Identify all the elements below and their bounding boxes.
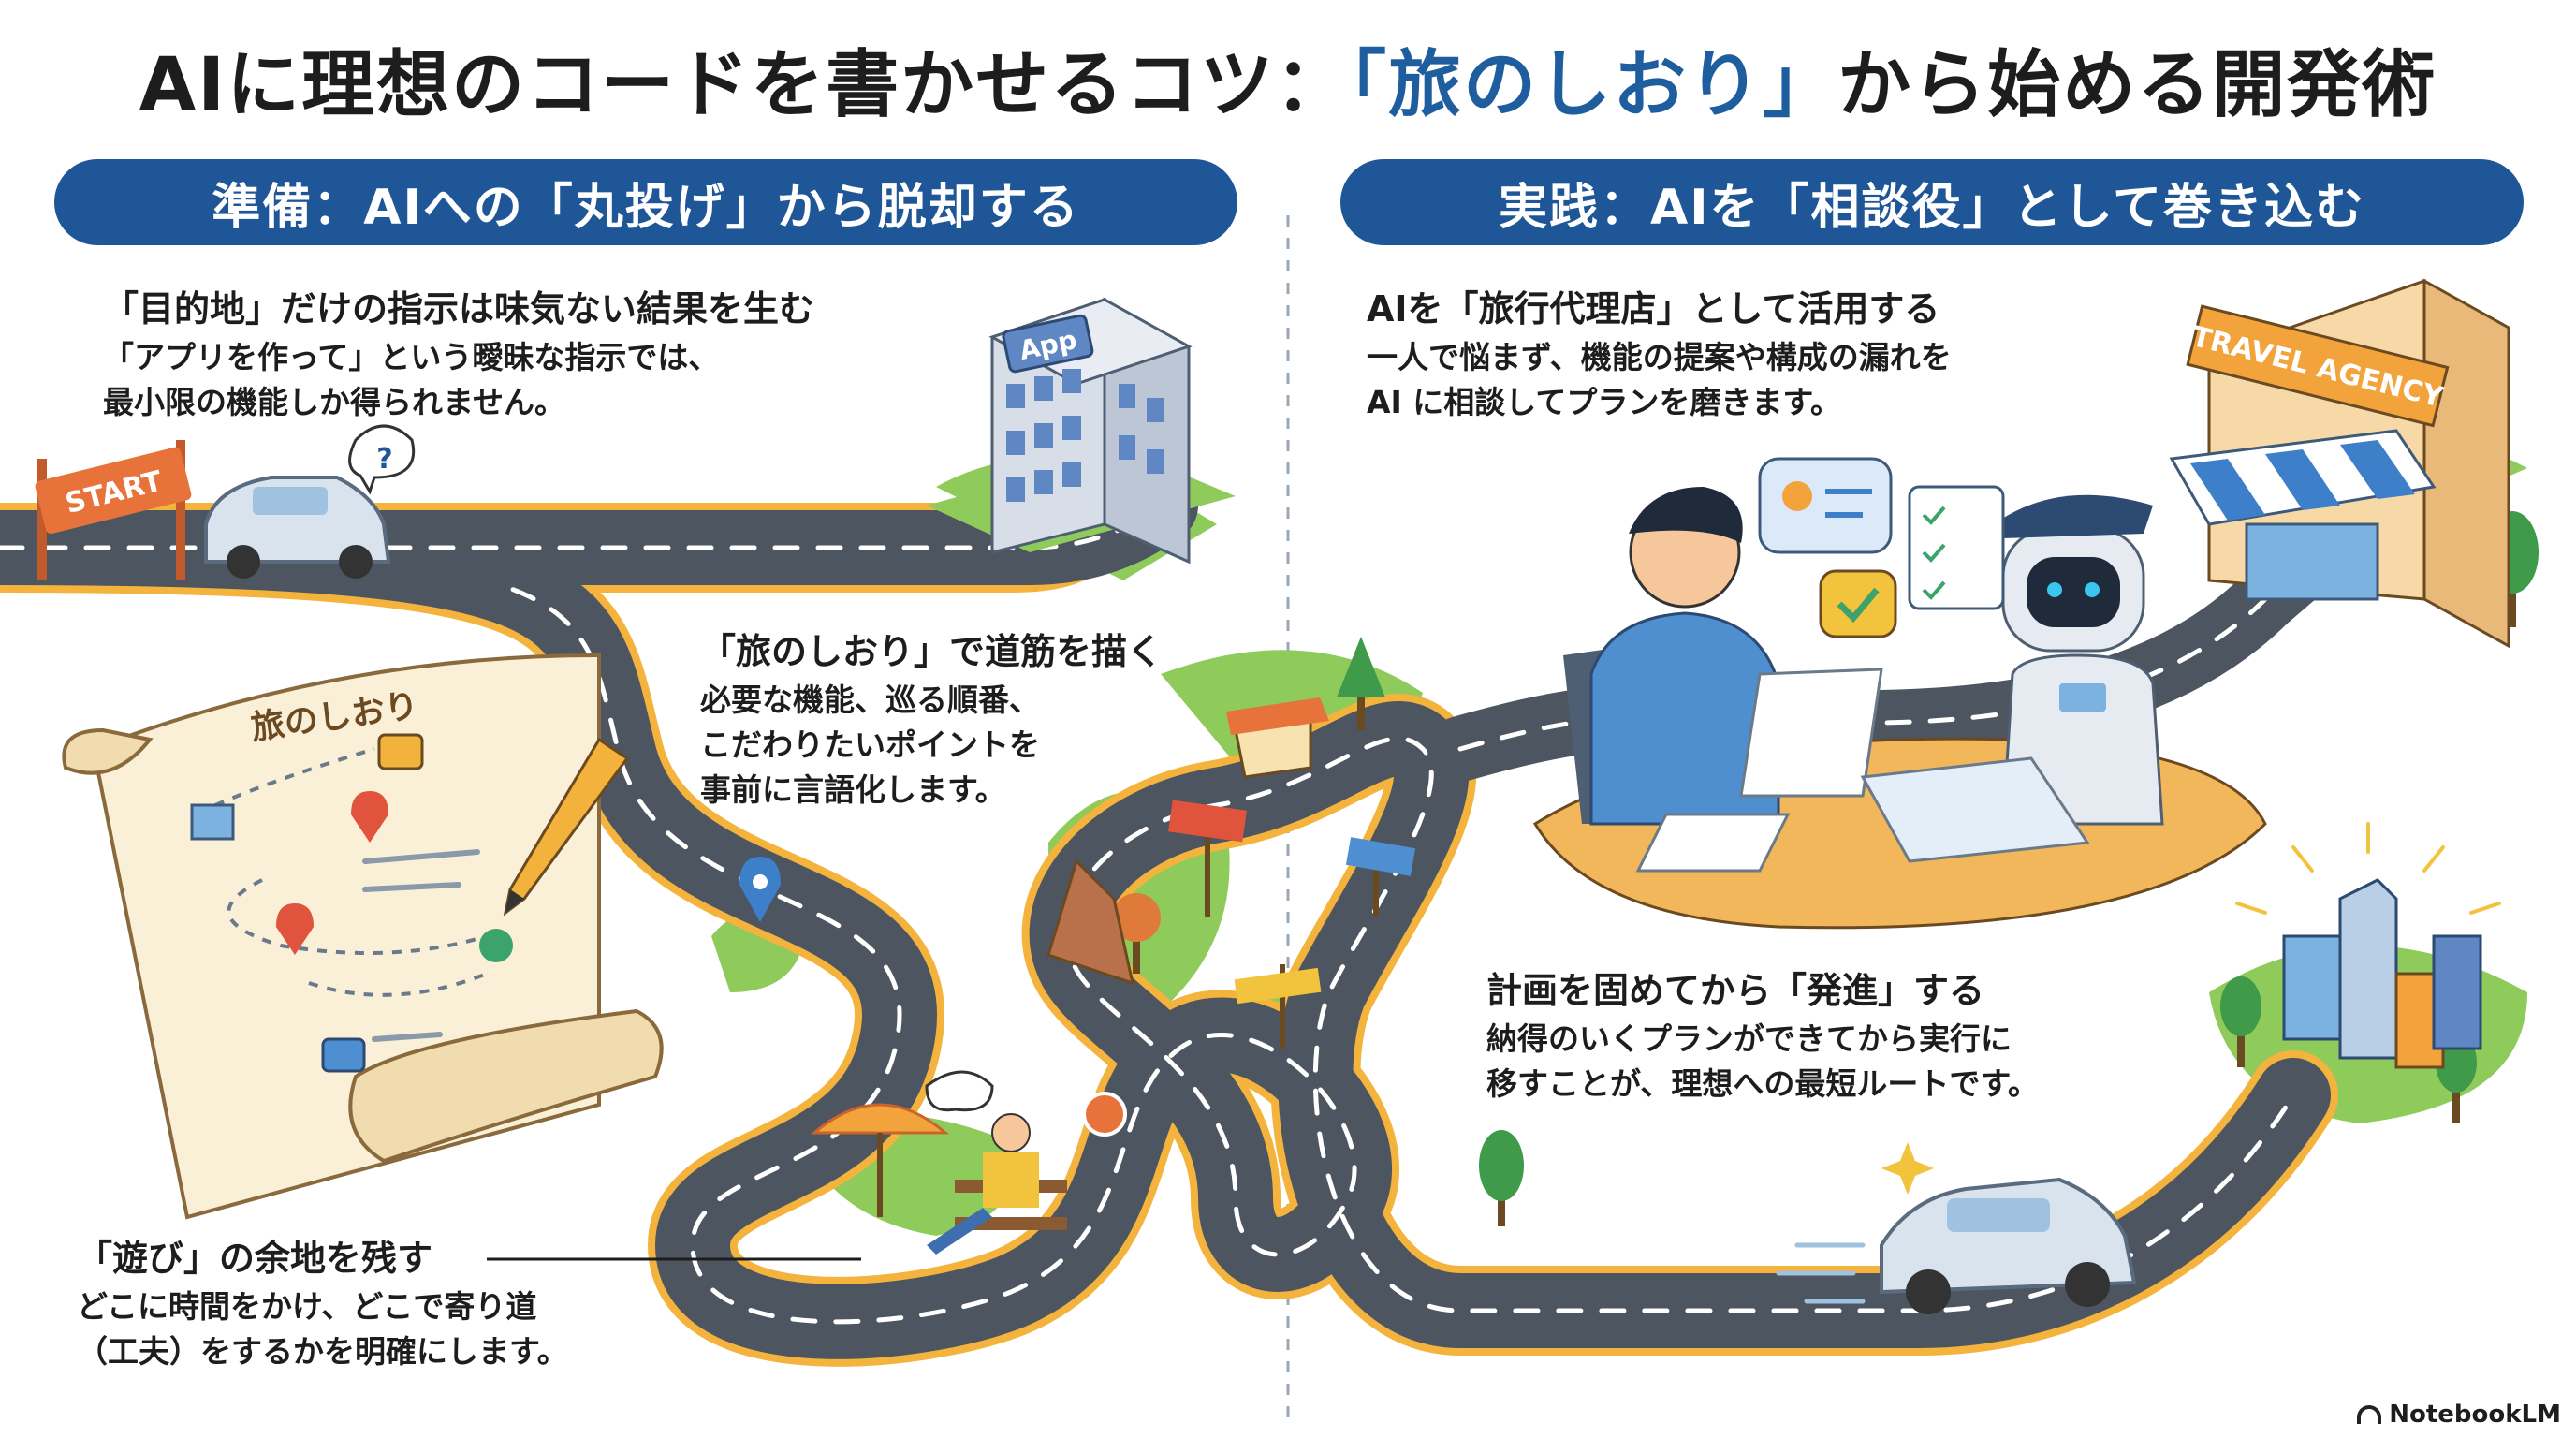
page-title: AIに理想のコードを書かせるコツ：「旅のしおり」から始める開発術 <box>0 26 2576 131</box>
shiori-line-2: こだわりたいポイントを <box>700 726 1040 763</box>
car-top: ? <box>204 424 415 579</box>
left-banner: 準備：AIへの「丸投げ」から脱却する <box>54 159 1237 245</box>
city-skyline <box>2235 822 2501 1069</box>
travel-scroll: 旅のしおり <box>62 653 664 1220</box>
question-mark: ? <box>376 443 392 476</box>
notebooklm-brand: NotebookLM <box>2357 1401 2561 1429</box>
notebooklm-logo-icon <box>2357 1405 2382 1424</box>
destination-line-2: 最小限の機能しか得られません。 <box>103 384 566 420</box>
signposts <box>1168 697 1416 1049</box>
agency-heading: AIを「旅行代理店」として活用する <box>1367 288 1940 330</box>
asobi-heading: 「遊び」の余地を残す <box>77 1238 433 1279</box>
map-pin <box>739 857 781 922</box>
brand-label: NotebookLM <box>2389 1401 2561 1429</box>
launch-line-2: 移すことが、理想への最短ルートです。 <box>1486 1065 2040 1102</box>
car-finish <box>1776 1142 2137 1314</box>
shiori-section: 「旅のしおり」で道筋を描く 必要な機能、巡る順番、 こだわりたいポイントを 事前… <box>700 625 1163 813</box>
travel-agency: TRAVEL AGENCY <box>2169 278 2527 649</box>
pen <box>503 737 630 917</box>
launch-line-1: 納得のいくプランができてから実行に <box>1486 1020 2012 1057</box>
meeting-scene <box>1532 457 2267 930</box>
app-building: App <box>927 297 1236 565</box>
title-part2: から始める開発術 <box>1837 43 2437 127</box>
destination-section: 「目的地」だけの指示は味気ない結果を生む 「アプリを作って」という曖昧な指示では… <box>103 283 814 425</box>
shiori-heading: 「旅のしおり」で道筋を描く <box>700 631 1164 672</box>
asobi-line-1: どこに時間をかけ、どこで寄り道 <box>77 1288 537 1325</box>
agency-section: AIを「旅行代理店」として活用する 一人で悩まず、機能の提案や構成の漏れを AI… <box>1367 283 1952 425</box>
right-banner: 実践：AIを「相談役」として巻き込む <box>1340 159 2524 245</box>
title-part1: AIに理想のコードを書かせるコツ： <box>139 43 1351 127</box>
rock-cliff <box>1046 858 1135 986</box>
shiori-line-3: 事前に言語化します。 <box>700 771 1006 808</box>
agency-line-1: 一人で悩まず、機能の提案や構成の漏れを <box>1367 339 1952 375</box>
rest-area <box>810 1070 1127 1255</box>
launch-heading: 計画を固めてから「発進」する <box>1486 970 1985 1011</box>
destination-line-1: 「アプリを作って」という曖昧な指示では、 <box>103 339 720 375</box>
agency-line-2: AI に相談してプランを磨きます。 <box>1367 384 1842 420</box>
asobi-section: 「遊び」の余地を残す どこに時間をかけ、どこで寄り道 （工夫）をするかを明確にし… <box>77 1232 568 1374</box>
shiori-line-1: 必要な機能、巡る順番、 <box>700 682 1040 718</box>
launch-section: 計画を固めてから「発進」する 納得のいくプランができてから実行に 移すことが、理… <box>1486 964 2039 1107</box>
asobi-line-2: （工夫）をするかを明確にします。 <box>77 1333 568 1370</box>
destination-heading: 「目的地」だけの指示は味気ない結果を生む <box>103 288 815 330</box>
title-highlight: 「旅のしおり」 <box>1350 43 1838 127</box>
